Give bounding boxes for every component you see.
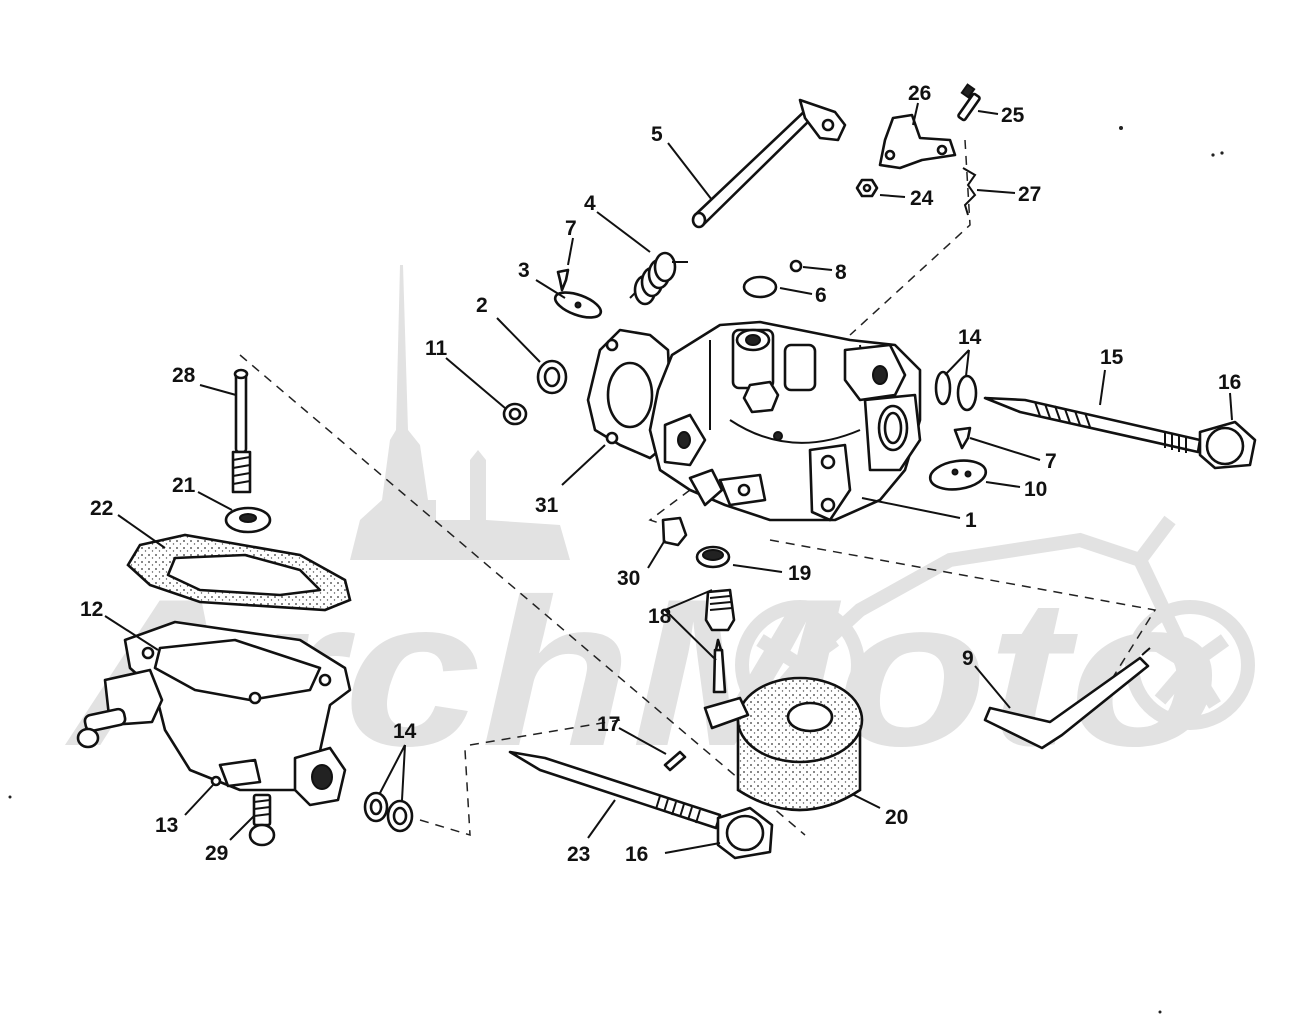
part-flange-gasket [586, 328, 674, 460]
callout-7b: 7 [1045, 450, 1057, 473]
part-float-bowl [76, 620, 352, 807]
scan-specks [8, 126, 1224, 1014]
callout-10: 10 [1024, 478, 1047, 501]
callout-30: 30 [617, 567, 640, 590]
callout-17: 17 [597, 713, 620, 736]
callout-11: 11 [425, 337, 448, 360]
part-choke-valve-plate [928, 459, 988, 491]
callout-9: 9 [962, 647, 974, 670]
part-bowl-gasket-22 [126, 533, 352, 612]
part-grommet-21 [224, 506, 272, 534]
assembly-guides [239, 139, 1157, 837]
part-pin-8 [789, 259, 803, 273]
callout-24: 24 [910, 187, 934, 210]
callout-numbers: 1 2 3 4 5 6 7 7 8 9 10 11 12 13 14 14 15… [80, 82, 1241, 866]
callout-31: 31 [535, 494, 559, 517]
part-bracket [878, 113, 957, 170]
callout-2: 2 [476, 294, 488, 317]
part-screw-25 [957, 83, 981, 122]
callout-19: 19 [788, 562, 811, 585]
callout-18: 18 [648, 605, 672, 628]
leader-lines [104, 102, 1233, 854]
callout-21: 21 [172, 474, 196, 497]
part-packing-nut-16b [716, 806, 774, 860]
callout-4: 4 [584, 192, 596, 215]
part-washer-pair-upper [934, 370, 978, 412]
callout-27: 27 [1018, 183, 1041, 206]
callout-1: 1 [965, 509, 977, 532]
part-float-hinge-pin [663, 750, 687, 772]
part-torsion-spring [629, 251, 688, 306]
callout-16a: 16 [1218, 371, 1241, 394]
part-spring-clip-27 [962, 167, 977, 216]
part-packing-nut-16a [1198, 420, 1257, 470]
callout-3: 3 [518, 259, 530, 282]
callout-12: 12 [80, 598, 103, 621]
part-plug-13 [210, 775, 222, 787]
part-valve-screw-7a [556, 268, 570, 292]
part-welch-plug [742, 275, 778, 299]
part-carburetor-body [648, 320, 922, 522]
part-inlet-needle-seat [704, 588, 736, 694]
callout-14b: 14 [393, 720, 417, 743]
callout-23: 23 [567, 843, 590, 866]
part-float [703, 676, 864, 812]
part-packing-11 [502, 402, 528, 426]
callout-7a: 7 [565, 217, 577, 240]
part-main-nozzle [231, 368, 252, 494]
callout-22: 22 [90, 497, 113, 520]
part-bowl-screw-29 [248, 793, 276, 847]
callout-5: 5 [651, 123, 663, 146]
callout-6: 6 [815, 284, 827, 307]
part-seal-ring [536, 359, 568, 395]
part-choke-shaft [983, 647, 1151, 750]
part-nozzle-plug [661, 516, 688, 547]
part-gasket-19 [695, 545, 731, 569]
callout-28: 28 [172, 364, 196, 387]
callout-16b: 16 [625, 843, 648, 866]
callout-13: 13 [155, 814, 178, 837]
part-washer-pair-lower [363, 791, 414, 833]
callout-8: 8 [835, 261, 847, 284]
callout-14a: 14 [958, 326, 982, 349]
callout-20: 20 [885, 806, 908, 829]
part-valve-screw-7b [953, 426, 972, 450]
callout-25: 25 [1001, 104, 1025, 127]
callout-26: 26 [908, 82, 931, 105]
callout-29: 29 [205, 842, 228, 865]
part-throttle-valve-plate [553, 291, 603, 319]
part-needle-valve-15 [983, 396, 1202, 454]
part-nut-24 [855, 178, 879, 198]
part-throttle-shaft [691, 98, 847, 229]
callout-15: 15 [1100, 346, 1124, 369]
